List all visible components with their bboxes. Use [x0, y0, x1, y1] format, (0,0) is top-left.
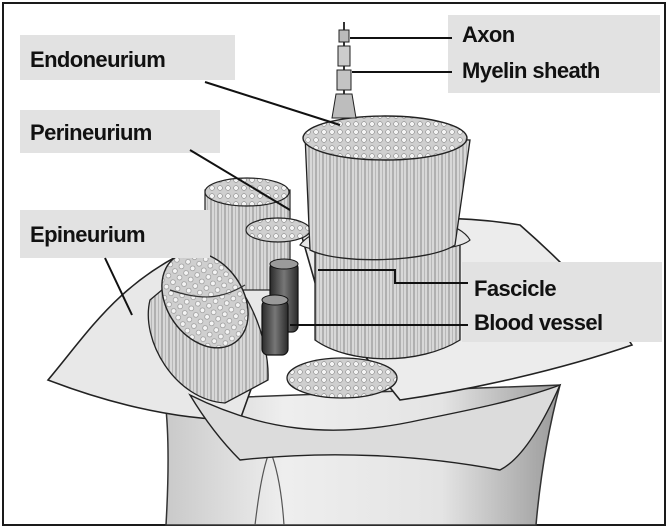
label-fascicle: Fascicle: [474, 276, 556, 301]
label-blood-vessel: Blood vessel: [474, 310, 603, 335]
label-perineurium: Perineurium: [30, 120, 152, 145]
axon-fiber: [332, 22, 356, 118]
label-epineurium: Epineurium: [30, 222, 145, 247]
fascicle-fiber-bundle: [303, 116, 470, 260]
label-myelin-sheath: Myelin sheath: [462, 58, 600, 83]
label-axon: Axon: [462, 22, 515, 47]
fascicle-front-small: [287, 358, 397, 398]
label-endoneurium: Endoneurium: [30, 47, 165, 72]
leader-line-endoneurium: [205, 82, 340, 125]
